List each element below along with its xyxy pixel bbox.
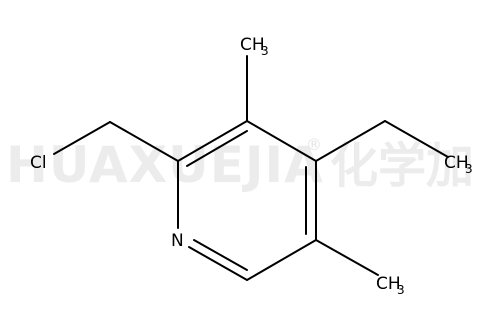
bond-layer (53, 55, 449, 281)
methyl-bottom-subscript: 3 (397, 283, 405, 297)
atom-label-methyl-top: CH 3 (240, 35, 269, 58)
bond-c2-c3 (177, 120, 248, 162)
methyl-top-subscript: 3 (261, 44, 269, 58)
methyl-bottom-base: CH (376, 274, 401, 294)
atom-label-methyl-bottom: CH 3 (376, 274, 405, 297)
bond-c5-c6 (246, 239, 317, 281)
bond-c4-ethyl-ch2 (315, 120, 386, 162)
bond-c6-n-inner (193, 239, 248, 271)
bond-c2-c3-inner (186, 130, 248, 167)
methyl-ethyl-base: CH (444, 153, 469, 173)
watermark-registered-mark: ® (306, 135, 322, 154)
bond-ethyl-ch2-ch3 (384, 120, 449, 158)
atom-label-nitrogen: N (171, 231, 184, 251)
methyl-ethyl-subscript: 3 (465, 162, 473, 176)
atom-layer: Cl N CH 3 CH 3 CH 3 (30, 35, 473, 297)
bond-ch2-c2 (109, 121, 179, 162)
atom-label-methyl-ethyl: CH 3 (444, 153, 473, 176)
watermark: HUAXUEJIA ® 化学加 (6, 135, 474, 194)
bond-c6-n (188, 246, 248, 281)
atom-label-chlorine: Cl (30, 153, 47, 173)
watermark-latin-text: HUAXUEJIA (6, 136, 324, 194)
watermark-cjk-text: 化学加 (330, 138, 474, 194)
bond-c3-c4 (246, 120, 317, 162)
methyl-top-base: CH (240, 35, 265, 55)
bond-cl-ch2 (53, 121, 111, 155)
bond-c5-methyl (315, 239, 379, 276)
